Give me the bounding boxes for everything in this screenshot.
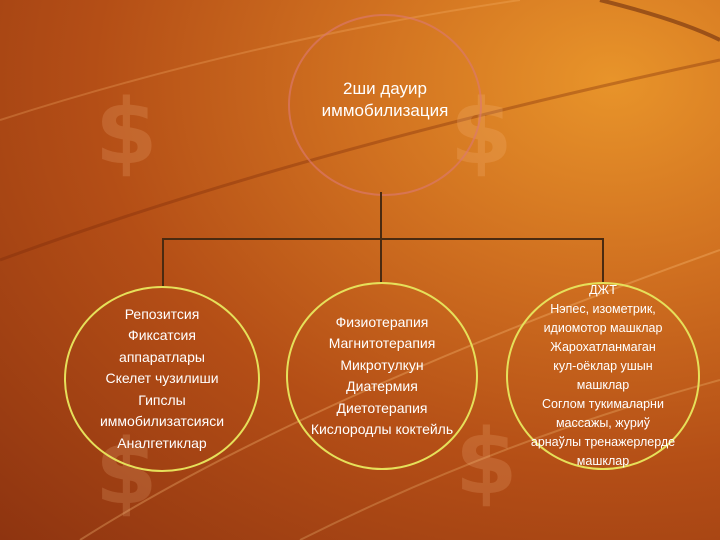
right-circle-item: Нэпес, изометрик, (550, 302, 656, 316)
title-circle (288, 14, 482, 196)
right-circle-item: Соглом тукималарни (542, 397, 664, 411)
left-circle: Репозитсия Фиксатсия аппаратлары Скелет … (64, 286, 260, 472)
center-circle: Физиотерапия Магнитотерапия Микротулкун … (286, 282, 478, 470)
center-circle-item: Кислородлы коктейль (310, 421, 454, 437)
right-circle-item: машклар (576, 454, 630, 468)
center-circle-item: Физиотерапия (335, 313, 429, 330)
right-circle-item: ДЖТ (589, 283, 617, 297)
title-line-1: 2ши дауир (343, 79, 427, 98)
left-circle-item: Фиксатсия (128, 327, 196, 344)
connector-horizontal (162, 238, 604, 240)
left-circle-item: Гипслы (138, 391, 186, 408)
center-circle-item: Диатермия (346, 378, 418, 394)
connector-vertical-main (380, 192, 382, 282)
watermark-logo: $ (455, 410, 518, 515)
left-circle-item: Репозитсия (124, 305, 200, 322)
left-circle-item: Скелет чузилиши (105, 370, 219, 387)
title-line-2: иммобилизация (321, 101, 449, 120)
right-circle: ДЖТ Нэпес, изометрик, идиомотор машклар … (506, 282, 700, 470)
right-circle-item: идиомотор машклар (543, 321, 663, 335)
connector-right (602, 238, 604, 282)
slide-title: 2ши дауир иммобилизация (300, 78, 470, 122)
connector-left (162, 238, 164, 286)
center-circle-item: Микротулкун (340, 356, 424, 373)
right-circle-item: арнаўлы тренажерлерде (530, 435, 676, 449)
center-circle-item: Магнитотерапия (328, 335, 436, 351)
left-circle-item: аппаратлары (119, 348, 205, 365)
center-circle-item: Диетотерапия (336, 399, 428, 416)
right-circle-item: кул-оёклар ушын (553, 359, 653, 373)
right-circle-item: машклар (576, 378, 630, 392)
right-circle-item: Жарохатланмаган (550, 340, 656, 354)
left-circle-item: Аналгетиклар (117, 434, 207, 451)
left-circle-item: иммобилизатсияси (99, 413, 225, 430)
right-circle-item: массажы, журиў (555, 416, 651, 430)
watermark-logo: $ (95, 80, 158, 185)
